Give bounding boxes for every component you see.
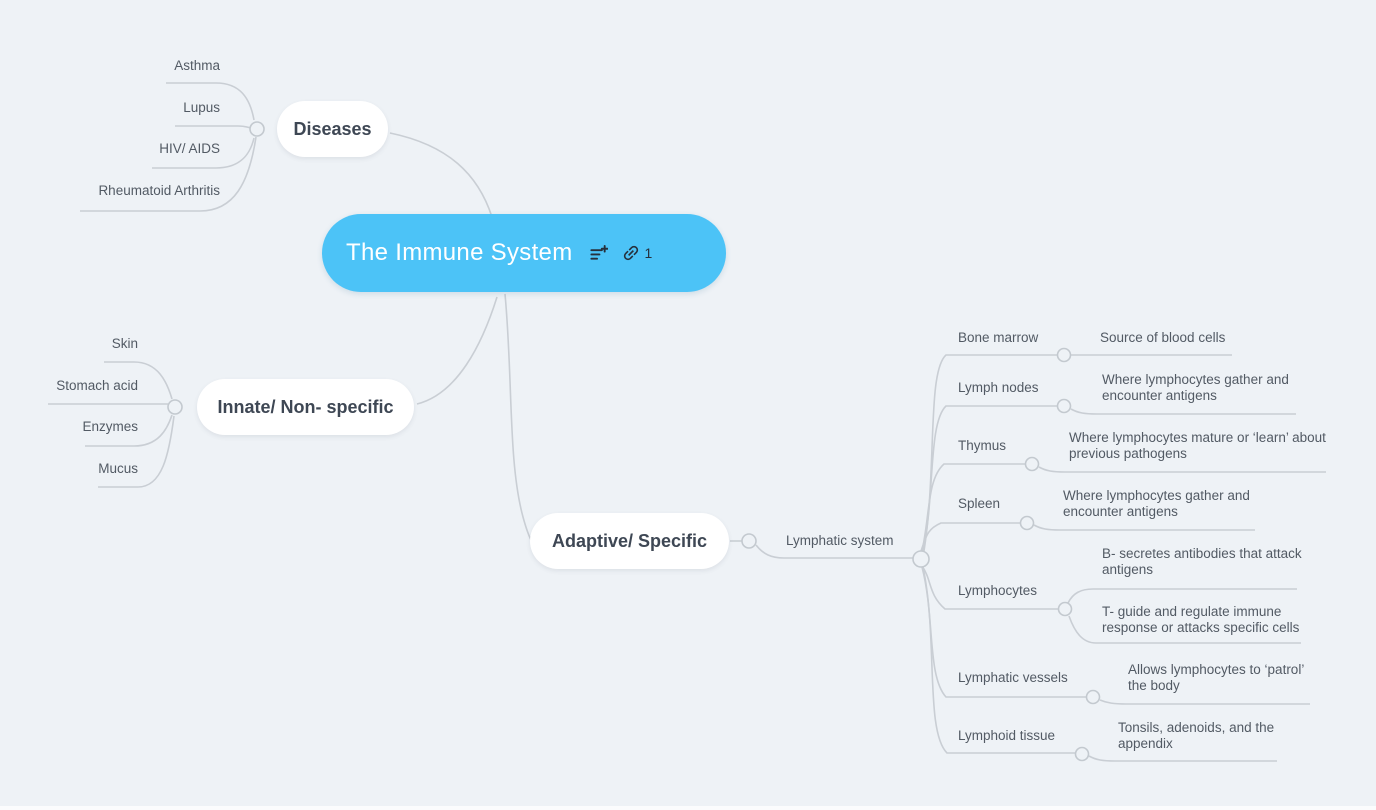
edge-lymphatic-system bbox=[755, 544, 913, 559]
root-title: The Immune System bbox=[346, 239, 573, 266]
note-lymph-nodes[interactable]: Where lymphocytes gather and encounter a… bbox=[1102, 372, 1289, 404]
edge-lymph-nodes-note bbox=[1070, 408, 1296, 415]
junction-dot-lymphocytes[interactable] bbox=[1057, 601, 1073, 617]
edge-lymphocytes-b-note bbox=[1067, 588, 1297, 604]
note-line: Where lymphocytes gather and bbox=[1102, 372, 1289, 387]
edge-lymphocytes bbox=[921, 565, 1058, 610]
edge-lymphocytes-t-note bbox=[1068, 615, 1301, 644]
topic-asthma[interactable]: Asthma bbox=[174, 58, 220, 73]
edge-enzymes bbox=[85, 414, 173, 447]
junction-dot-innate[interactable] bbox=[167, 399, 183, 415]
topic-lupus[interactable]: Lupus bbox=[183, 100, 220, 115]
note-line: Allows lymphocytes to ‘patrol’ bbox=[1128, 662, 1305, 677]
topic-thymus[interactable]: Thymus bbox=[958, 438, 1007, 453]
note-line: encounter antigens bbox=[1102, 388, 1217, 403]
edge-lymphatic-vessels-note bbox=[1099, 699, 1310, 705]
junction-dot-adaptive[interactable] bbox=[741, 533, 757, 549]
topic-spleen[interactable]: Spleen bbox=[958, 496, 1001, 511]
note-bone-marrow[interactable]: Source of blood cells bbox=[1100, 330, 1225, 346]
topic-rheumatoid-arthritis[interactable]: Rheumatoid Arthritis bbox=[98, 183, 220, 198]
node-adaptive-label: Adaptive/ Specific bbox=[551, 530, 708, 551]
junction-dot-lymphatic-system[interactable] bbox=[912, 550, 930, 568]
note-line: Tonsils, adenoids, and the bbox=[1118, 720, 1275, 735]
node-diseases[interactable]: Diseases bbox=[277, 101, 388, 157]
node-innate-label: Innate/ Non- specific bbox=[217, 396, 394, 417]
note-line: Source of blood cells bbox=[1100, 330, 1226, 345]
add-notes-icon[interactable] bbox=[589, 244, 608, 263]
link-icon bbox=[623, 245, 638, 261]
link-badge[interactable]: 1 bbox=[621, 243, 653, 263]
edge-asthma bbox=[166, 82, 255, 121]
topic-mucus[interactable]: Mucus bbox=[98, 461, 138, 476]
edge-thymus bbox=[921, 463, 1025, 552]
note-line: appendix bbox=[1118, 736, 1173, 751]
note-line: encounter antigens bbox=[1063, 504, 1178, 519]
topic-enzymes[interactable]: Enzymes bbox=[82, 419, 138, 434]
note-thymus[interactable]: Where lymphocytes mature or ‘learn’ abou… bbox=[1069, 430, 1326, 462]
root-node[interactable]: The Immune System 1 bbox=[322, 214, 726, 292]
topic-lymphatic-system[interactable]: Lymphatic system bbox=[786, 533, 894, 548]
note-lymphoid-tissue[interactable]: Tonsils, adenoids, and the appendix bbox=[1118, 720, 1274, 752]
topic-stomach-acid[interactable]: Stomach acid bbox=[56, 378, 138, 393]
note-lymphatic-vessels[interactable]: Allows lymphocytes to ‘patrol’ the body bbox=[1128, 662, 1304, 694]
note-line: T- guide and regulate immune bbox=[1102, 604, 1282, 619]
node-innate[interactable]: Innate/ Non- specific bbox=[197, 379, 414, 435]
junction-dot-lymph-nodes[interactable] bbox=[1056, 398, 1072, 414]
edge-adaptive-root bbox=[504, 293, 532, 541]
note-line: response or attacks specific cells bbox=[1102, 620, 1300, 635]
junction-dot-bone-marrow[interactable] bbox=[1056, 347, 1072, 363]
note-line: antigens bbox=[1102, 562, 1154, 577]
junction-dot-lymphatic-vessels[interactable] bbox=[1085, 689, 1101, 705]
note-line: the body bbox=[1128, 678, 1180, 693]
edge-spleen bbox=[920, 522, 1020, 552]
note-lymphocytes-b[interactable]: B- secretes antibodies that attack antig… bbox=[1102, 546, 1302, 578]
edge-thymus-note bbox=[1038, 466, 1326, 473]
edge-spleen-note bbox=[1033, 524, 1255, 531]
edge-hiv-aids bbox=[152, 137, 255, 169]
edge-skin bbox=[104, 361, 173, 400]
edge-lupus bbox=[175, 125, 252, 129]
topic-lymphocytes[interactable]: Lymphocytes bbox=[958, 583, 1038, 598]
topic-bone-marrow[interactable]: Bone marrow bbox=[958, 330, 1039, 345]
topic-lymphoid-tissue[interactable]: Lymphoid tissue bbox=[958, 728, 1056, 743]
edge-lymph-nodes bbox=[922, 405, 1057, 552]
root-node-icons: 1 bbox=[589, 243, 653, 263]
edge-lymphoid-tissue bbox=[922, 566, 1075, 754]
topic-lymphatic-vessels[interactable]: Lymphatic vessels bbox=[958, 670, 1068, 685]
junction-dot-lymphoid-tissue[interactable] bbox=[1074, 746, 1090, 762]
note-lymphocytes-t[interactable]: T- guide and regulate immune response or… bbox=[1102, 604, 1299, 636]
edge-mucus bbox=[98, 415, 175, 488]
node-diseases-label: Diseases bbox=[293, 118, 372, 139]
edge-rheumatoid-arthritis bbox=[80, 136, 257, 212]
canvas-bottom-edge bbox=[0, 806, 1376, 810]
junction-dot-diseases[interactable] bbox=[249, 121, 265, 137]
topic-skin[interactable]: Skin bbox=[111, 336, 138, 351]
topic-lymph-nodes[interactable]: Lymph nodes bbox=[958, 380, 1039, 395]
topic-hiv-aids[interactable]: HIV/ AIDS bbox=[159, 141, 220, 156]
junction-dot-thymus[interactable] bbox=[1024, 456, 1040, 472]
note-spleen[interactable]: Where lymphocytes gather and encounter a… bbox=[1063, 488, 1250, 520]
note-line: Where lymphocytes mature or ‘learn’ abou… bbox=[1069, 430, 1326, 445]
link-count: 1 bbox=[644, 245, 653, 261]
note-line: previous pathogens bbox=[1069, 446, 1187, 461]
edge-lymphoid-tissue-note bbox=[1088, 755, 1277, 762]
edge-diseases-root bbox=[389, 132, 493, 218]
note-line: B- secretes antibodies that attack bbox=[1102, 546, 1302, 561]
edge-innate-root bbox=[416, 296, 498, 405]
junction-dot-spleen[interactable] bbox=[1019, 515, 1035, 531]
note-line: Where lymphocytes gather and bbox=[1063, 488, 1250, 503]
node-adaptive[interactable]: Adaptive/ Specific bbox=[530, 513, 729, 569]
